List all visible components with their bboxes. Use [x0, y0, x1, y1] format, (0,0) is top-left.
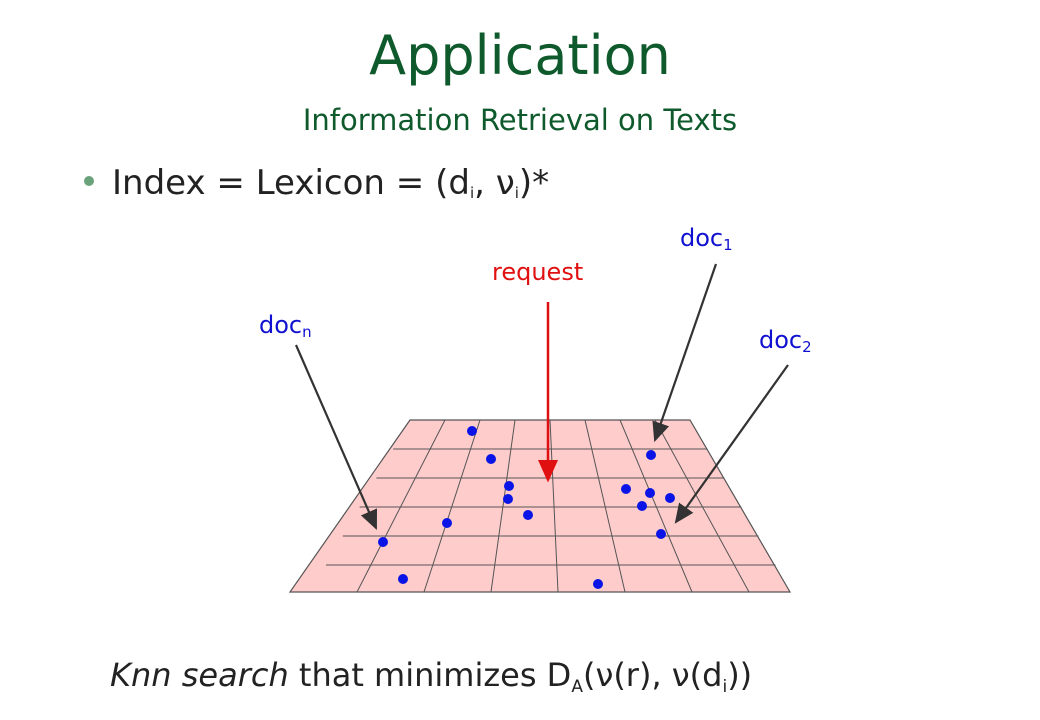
doc2-label: doc2	[759, 326, 812, 356]
doc-point	[656, 529, 666, 539]
doc-point	[637, 501, 647, 511]
docn-arrow	[294, 344, 378, 531]
doc2-arrow	[674, 364, 789, 524]
doc-point	[665, 493, 675, 503]
doc-point	[523, 510, 533, 520]
bullet-dot-icon	[84, 175, 94, 186]
docn-label: docn	[259, 311, 312, 341]
caption-sub-1: A	[571, 677, 583, 697]
docn-label-text: doc	[259, 311, 303, 339]
doc-point	[467, 426, 477, 436]
doc-point	[486, 454, 496, 464]
request-label: request	[492, 258, 584, 286]
doc-point	[593, 579, 603, 589]
doc-point	[503, 494, 513, 504]
bullet-sub-1: i	[469, 184, 475, 202]
docn-label-sub: n	[302, 323, 312, 341]
grid-plane	[288, 419, 792, 593]
doc-point	[645, 488, 655, 498]
knn-search-caption: Knn search that minimizes DA(ν(r), ν(di)…	[110, 656, 752, 697]
bullet-index-lexicon: Index = Lexicon = (di, νi)*	[84, 163, 549, 203]
doc-point	[621, 484, 631, 494]
doc-point	[442, 518, 452, 528]
doc1-label-text: doc	[680, 224, 724, 252]
doc-point	[504, 481, 514, 491]
doc2-label-sub: 2	[802, 338, 812, 356]
slide-subtitle: Information Retrieval on Texts	[302, 103, 738, 137]
caption-text-1: that minimizes D	[288, 656, 572, 694]
doc2-label-text: doc	[759, 326, 803, 354]
bullet-suffix: )*	[518, 163, 550, 203]
caption-text-2: (ν(r), ν(d	[582, 656, 723, 694]
caption-italic: Knn search	[110, 656, 289, 694]
slide-title: Application	[369, 24, 671, 87]
caption-text-3: ))	[727, 656, 753, 694]
doc1-label: doc1	[680, 224, 733, 254]
caption-sub-2: i	[722, 677, 728, 697]
doc1-label-sub: 1	[723, 236, 733, 254]
doc-point	[378, 537, 388, 547]
bullet-middle: , ν	[474, 163, 515, 203]
document-points	[378, 426, 675, 589]
bullet-prefix: Index = Lexicon = (d	[112, 163, 470, 203]
doc-point	[646, 450, 656, 460]
doc-point	[398, 574, 408, 584]
doc1-arrow	[652, 263, 718, 443]
bullet-sub-2: i	[514, 184, 519, 202]
